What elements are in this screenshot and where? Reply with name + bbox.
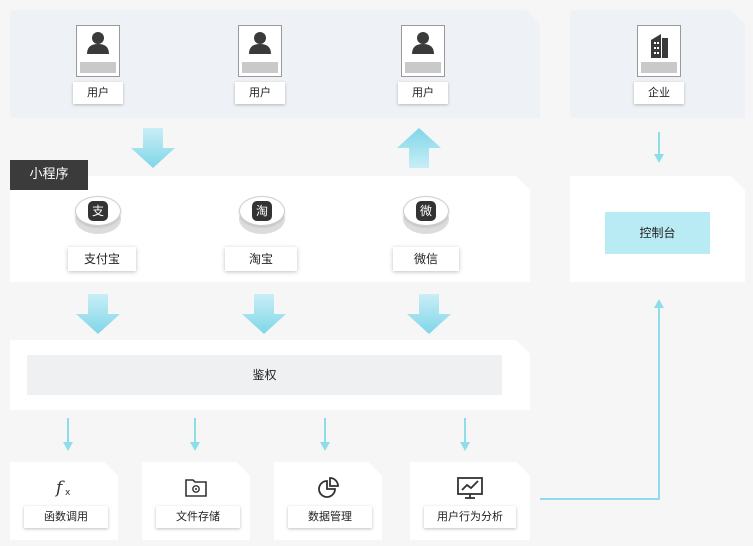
user-card [76, 25, 120, 77]
down-arrow-icon [131, 128, 175, 168]
user-icon [249, 32, 271, 54]
service-behavior-label: 用户行为分析 [424, 506, 516, 528]
service-behavior [410, 462, 530, 540]
down-arrow-icon [407, 294, 451, 334]
folder-settings-icon [185, 479, 207, 497]
alipay-app: 支 [75, 196, 121, 236]
function-icon: f x [54, 478, 71, 498]
user-icon [87, 32, 109, 54]
user-label: 用户 [398, 82, 448, 104]
user-icon [412, 32, 434, 54]
service-data [274, 462, 382, 540]
taobao-label: 淘宝 [225, 247, 297, 271]
svg-text:f: f [54, 478, 65, 498]
service-function [10, 462, 118, 540]
monitor-trend-icon [457, 477, 483, 499]
service-storage-label: 文件存储 [156, 506, 240, 528]
user-card [401, 25, 445, 77]
down-arrow-icon [76, 294, 120, 334]
service-data-label: 数据管理 [288, 506, 372, 528]
svg-text:x: x [65, 488, 71, 498]
pie-chart-icon [318, 477, 339, 498]
user-label: 用户 [235, 82, 285, 104]
user-label: 用户 [73, 82, 123, 104]
wechat-icon: 微 [416, 201, 436, 221]
enterprise-card [637, 25, 681, 77]
wechat-label: 微信 [393, 247, 459, 271]
auth-band: 鉴权 [27, 355, 502, 395]
down-arrow-icon [242, 294, 286, 334]
mini-program-tag: 小程序 [10, 160, 88, 190]
console-box: 控制台 [605, 212, 710, 254]
enterprise-label: 企业 [634, 82, 684, 104]
user-card [238, 25, 282, 77]
service-function-label: 函数调用 [24, 506, 108, 528]
service-storage [142, 462, 250, 540]
taobao-app: 淘 [239, 196, 285, 236]
taobao-icon: 淘 [252, 201, 272, 221]
alipay-label: 支付宝 [68, 247, 136, 271]
building-icon [651, 34, 668, 58]
up-arrow-icon [397, 128, 441, 168]
wechat-app: 微 [403, 196, 449, 236]
alipay-icon: 支 [88, 201, 108, 221]
